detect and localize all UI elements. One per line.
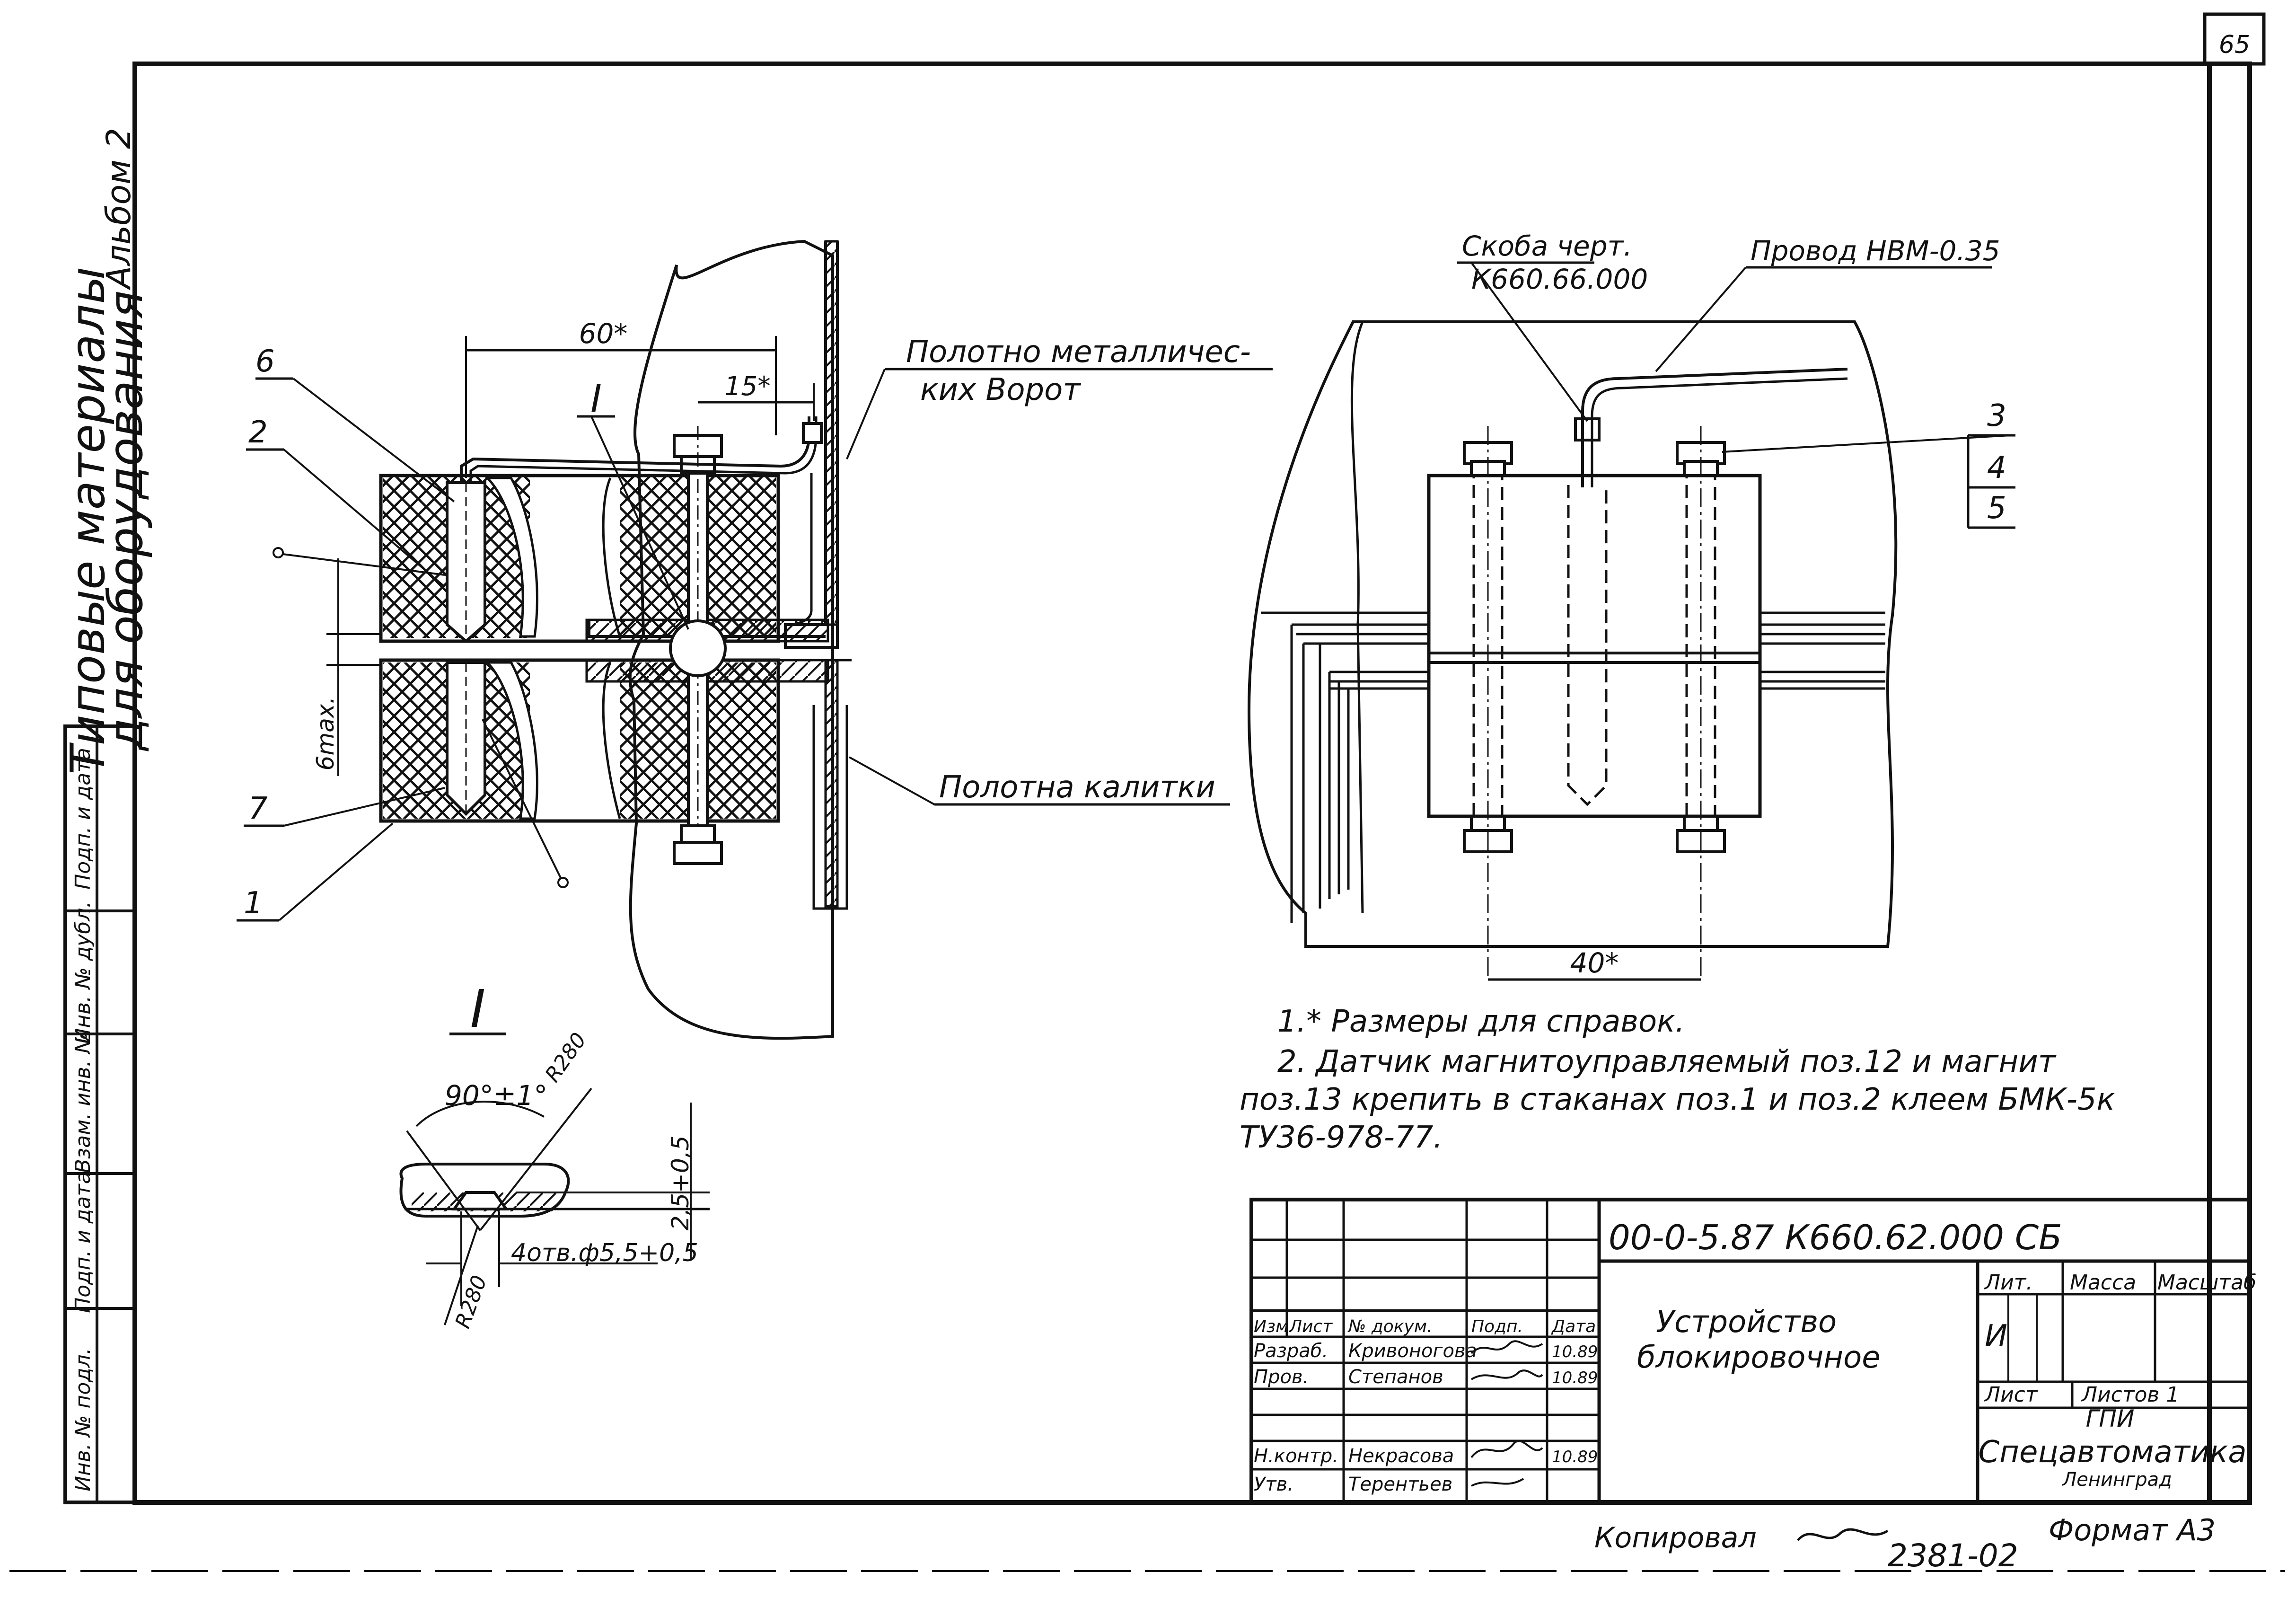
label-gate-line1: Полотно металличес- [906, 335, 1251, 370]
detail-holes: 4отв.ф5,5+0,5 [511, 1239, 698, 1267]
series-title-line1: Типовые материалы [60, 267, 115, 775]
footer: Копировал Формат А3 2381-02 [1594, 1513, 2216, 1574]
org-line3: Ленинград [2061, 1469, 2172, 1491]
stamp-inv-orig: Инв. № подл. [71, 1348, 95, 1492]
label-bracket-line1: Скоба черт. [1462, 230, 1632, 262]
series-title-line2: для оборудования [98, 291, 153, 752]
copied-label: Копировал [1594, 1521, 1757, 1554]
callout-1: 1 [244, 886, 263, 921]
label-wicket: Полотна калитки [939, 770, 1215, 805]
mass-label: Масса [2070, 1271, 2136, 1295]
date-norm-control: 10.89 [1552, 1448, 1598, 1466]
album-label-text: Альбом 2 [99, 128, 138, 290]
side-stamp: Инв. № подл. Подп. и дата Взам. инв. № И… [63, 724, 137, 1504]
signature-approver [1471, 1478, 1524, 1487]
name-norm-control: Некрасова [1348, 1445, 1454, 1467]
signature-norm-control [1470, 1440, 1543, 1458]
callout-6: 6 [255, 344, 275, 379]
name-checker: Степанов [1348, 1366, 1443, 1388]
role-checker: Пров. [1254, 1366, 1309, 1388]
album-label: Альбом 2 [99, 128, 138, 290]
doc-name-line2: блокировочное [1637, 1340, 1881, 1375]
detail-radius-top: R280 [540, 1028, 591, 1086]
right-front-view: 40* Скоба черт. К660.66.000 Провод НВМ-0… [1247, 230, 2015, 981]
callout-4: 4 [1987, 450, 2006, 486]
sheet-label: Лист [1984, 1383, 2038, 1407]
hdr-change: Изм. [1254, 1317, 1294, 1336]
format-label: Формат А3 [2049, 1513, 2216, 1547]
doc-name-line1: Устройство [1656, 1305, 1837, 1340]
signature-checker [1470, 1369, 1543, 1380]
date-developer: 10.89 [1552, 1342, 1598, 1361]
role-developer: Разраб. [1254, 1340, 1328, 1362]
detail-title: I [470, 979, 485, 1039]
hdr-docnum: № докум. [1347, 1317, 1432, 1336]
stamp-sign-date-2: Подп. и дата [71, 748, 95, 890]
lit-label: Лит. [1984, 1271, 2032, 1295]
dim-offset: 15* [724, 371, 771, 401]
callout-3: 3 [1987, 398, 2006, 433]
bolt-right [1676, 426, 1726, 980]
hdr-date: Дата [1551, 1317, 1596, 1336]
label-bracket-line2: К660.66.000 [1471, 263, 1648, 295]
dim-gap: 6max. [312, 697, 339, 771]
stamp-inv-dup: Инв. № дубл. [71, 901, 95, 1043]
stamp-replace-inv: Взам. инв. № [71, 1032, 95, 1174]
note-2-line3: ТУ36-978-77. [1240, 1120, 1443, 1155]
org-line2: Спецавтоматика [1978, 1435, 2246, 1470]
stamp-sign-date-1: Подп. и дата [71, 1171, 95, 1313]
hdr-sheet: Лист [1288, 1317, 1333, 1336]
section-mark-i: I [590, 377, 602, 421]
lit-value: И [1985, 1319, 2007, 1354]
detail-view-i: I 90°±1° R280 2,5+0,5 4отв.ф5,5+0,5 R280 [399, 979, 710, 1332]
series-title: Типовые материалы для оборудования [60, 267, 153, 775]
left-section-view: 60* 15* 6max. 6 2 7 1 I Полотно м [237, 239, 1273, 1040]
hdr-sign: Подп. [1471, 1317, 1523, 1336]
org-line1: ГПИ [2086, 1405, 2135, 1432]
callout-7: 7 [248, 791, 268, 826]
detail-angle: 90°±1° [445, 1079, 547, 1112]
title-block: 00-0-5.87 К660.62.000 СБ Устройство блок… [1249, 1198, 2256, 1504]
label-gate-line2: ких Ворот [920, 372, 1081, 407]
label-wire: Провод НВМ-0.35 [1751, 235, 2000, 267]
copier-signature [1797, 1528, 1889, 1541]
page-number: 65 [2219, 31, 2250, 59]
doc-number: 00-0-5.87 К660.62.000 СБ [1609, 1218, 2062, 1257]
sheets-label: Листов 1 [2081, 1383, 2179, 1407]
role-norm-control: Н.контр. [1254, 1445, 1338, 1467]
role-approver: Утв. [1254, 1474, 1293, 1495]
note-2-line2: поз.13 крепить в стаканах поз.1 и поз.2 … [1240, 1082, 2115, 1117]
callout-5: 5 [1987, 491, 2006, 526]
scale-label: Масштаб [2157, 1271, 2256, 1295]
detail-depth: 2,5+0,5 [667, 1136, 694, 1231]
dim-overall: 60* [579, 318, 628, 350]
technical-notes: 1.* Размеры для справок. 2. Датчик магни… [1240, 1004, 2115, 1155]
name-approver: Терентьев [1348, 1474, 1452, 1495]
note-1: 1.* Размеры для справок. [1277, 1004, 1685, 1039]
detail-radius-bottom: R280 [450, 1272, 492, 1332]
date-checker: 10.89 [1552, 1368, 1598, 1387]
name-developer: Кривоногова [1348, 1340, 1477, 1362]
signature-developer [1470, 1340, 1543, 1354]
note-2-line1: 2. Датчик магнитоуправляемый поз.12 и ма… [1277, 1044, 2057, 1079]
bolt-left [1463, 426, 1513, 980]
callout-2: 2 [248, 415, 268, 450]
dim-pitch: 40* [1570, 947, 1619, 979]
archive-number: 2381-02 [1888, 1537, 2018, 1574]
